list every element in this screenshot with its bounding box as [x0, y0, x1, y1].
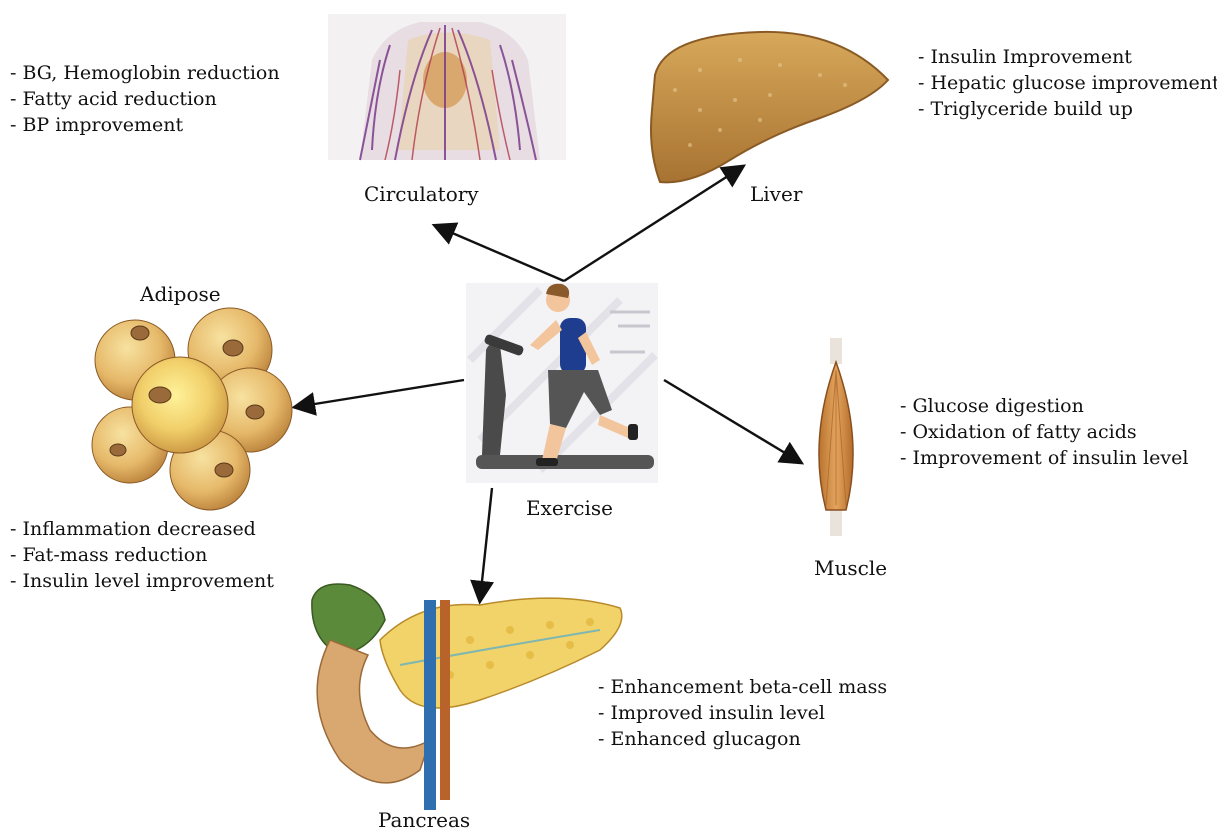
adipose-illustration	[92, 308, 292, 510]
adipose-label: Adipose	[140, 282, 221, 306]
adipose-effects-list: - Inflammation decreased - Fat-mass redu…	[10, 516, 274, 594]
liver-label: Liver	[750, 182, 802, 206]
arrow-to-adipose	[296, 380, 464, 407]
list-item: - Improved insulin level	[598, 700, 887, 726]
list-item: - Enhancement beta-cell mass	[598, 674, 887, 700]
muscle-label: Muscle	[814, 556, 887, 580]
list-item: - Inflammation decreased	[10, 516, 274, 542]
arrow-to-pancreas	[480, 488, 492, 600]
circulatory-label: Circulatory	[364, 182, 479, 206]
muscle-effects-list: - Glucose digestion - Oxidation of fatty…	[900, 393, 1188, 471]
exercise-illustration	[466, 283, 658, 483]
list-item: - BG, Hemoglobin reduction	[10, 60, 280, 86]
pancreas-label: Pancreas	[378, 808, 470, 832]
arrow-to-liver	[564, 167, 742, 281]
pancreas-illustration	[312, 584, 622, 810]
arrow-to-muscle	[664, 380, 800, 462]
circulatory-effects-list: - BG, Hemoglobin reduction - Fatty acid …	[10, 60, 280, 138]
list-item: - BP improvement	[10, 112, 280, 138]
pancreas-effects-list: - Enhancement beta-cell mass - Improved …	[598, 674, 887, 752]
list-item: - Insulin level improvement	[10, 568, 274, 594]
list-item: - Insulin Improvement	[918, 44, 1217, 70]
list-item: - Enhanced glucagon	[598, 726, 887, 752]
exercise-label: Exercise	[526, 496, 613, 520]
list-item: - Hepatic glucose improvement	[918, 70, 1217, 96]
arrow-to-circulatory	[436, 226, 564, 281]
list-item: - Oxidation of fatty acids	[900, 419, 1188, 445]
circulatory-illustration	[328, 14, 566, 160]
list-item: - Fat-mass reduction	[10, 542, 274, 568]
liver-illustration	[651, 32, 888, 182]
list-item: - Glucose digestion	[900, 393, 1188, 419]
list-item: - Fatty acid reduction	[10, 86, 280, 112]
muscle-illustration	[819, 338, 853, 536]
list-item: - Triglyceride build up	[918, 96, 1217, 122]
list-item: - Improvement of insulin level	[900, 445, 1188, 471]
liver-effects-list: - Insulin Improvement - Hepatic glucose …	[918, 44, 1217, 122]
